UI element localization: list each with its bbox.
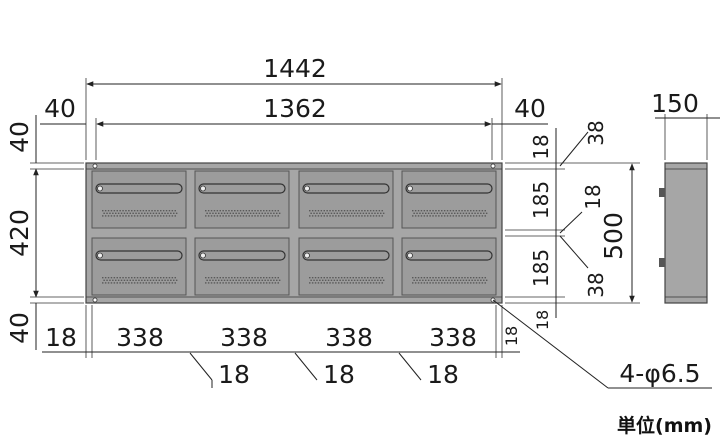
gap-bottom-right-dim: 38 [584, 272, 608, 297]
mail-slot [405, 183, 493, 194]
side-margin-left-dim: 40 [44, 94, 76, 123]
left-dimensions: 40 420 40 [5, 115, 84, 350]
mail-slot [302, 250, 390, 261]
mailbox-door-1 [91, 170, 187, 229]
row-bottom-dim: 185 [529, 249, 553, 287]
front-view [85, 162, 503, 304]
lock-icon [304, 185, 310, 192]
side-hinge-top [659, 188, 665, 197]
top-dimensions: 1442 1362 40 40 [40, 54, 548, 160]
lock-icon [97, 185, 103, 192]
side-view: 150 [651, 89, 720, 304]
lock-icon [407, 252, 413, 259]
inner-width-dim: 1362 [263, 94, 327, 123]
unit-width-4-dim: 338 [429, 323, 477, 352]
side-hinge-bottom [659, 258, 665, 267]
mailbox-door-6 [194, 237, 290, 296]
divider-1-dim: 18 [218, 360, 250, 389]
gap-top-right-dim: 38 [584, 120, 608, 145]
mailbox-door-8 [401, 237, 497, 296]
total-height-dim: 500 [599, 212, 628, 260]
mail-slot [198, 183, 286, 194]
lock-icon [200, 252, 206, 259]
mailbox-door-7 [298, 237, 394, 296]
overall-width-dim: 1442 [263, 54, 327, 83]
mail-slot [198, 250, 286, 261]
lock-icon [200, 185, 206, 192]
unit-width-3-dim: 338 [325, 323, 373, 352]
mail-slot [95, 250, 183, 261]
mailbox-door-3 [298, 170, 394, 229]
bottom-dimensions: 18 338 338 338 338 18 18 18 18 4-φ6.5 [42, 299, 712, 389]
mail-slot [95, 183, 183, 194]
unit-width-1-dim: 338 [116, 323, 164, 352]
divider-3-dim: 18 [427, 360, 459, 389]
divider-2-dim: 18 [323, 360, 355, 389]
side-frame-right-dim: 18 [502, 326, 521, 346]
holes-callout: 4-φ6.5 [619, 359, 700, 388]
unit-width-2-dim: 338 [220, 323, 268, 352]
side-margin-right-dim: 40 [514, 94, 546, 123]
mount-hole-top-right [490, 163, 496, 169]
mailbox-door-5 [91, 237, 187, 296]
row-top-dim: 185 [529, 181, 553, 219]
edge-bottom-dim: 18 [533, 310, 552, 330]
mail-slot [302, 183, 390, 194]
lock-icon [407, 185, 413, 192]
mount-hole-top-left [92, 163, 98, 169]
body-height-dim: 420 [5, 209, 34, 257]
mount-hole-bottom-left [92, 297, 98, 303]
mailbox-door-4 [401, 170, 497, 229]
side-frame-left-dim: 18 [45, 323, 77, 352]
right-dimensions: 500 18 185 185 18 38 18 38 [505, 120, 640, 330]
mail-slot [405, 250, 493, 261]
mailbox-door-2 [194, 170, 290, 229]
lock-icon [97, 252, 103, 259]
top-margin-dim: 40 [5, 121, 34, 153]
edge-middle-dim: 18 [581, 184, 605, 209]
edge-top-dim: 18 [529, 134, 553, 159]
depth-dim: 150 [651, 89, 699, 118]
lock-icon [304, 252, 310, 259]
side-body [664, 162, 708, 304]
bottom-margin-dim: 40 [5, 312, 34, 344]
unit-label: 単位(mm) [617, 414, 712, 437]
